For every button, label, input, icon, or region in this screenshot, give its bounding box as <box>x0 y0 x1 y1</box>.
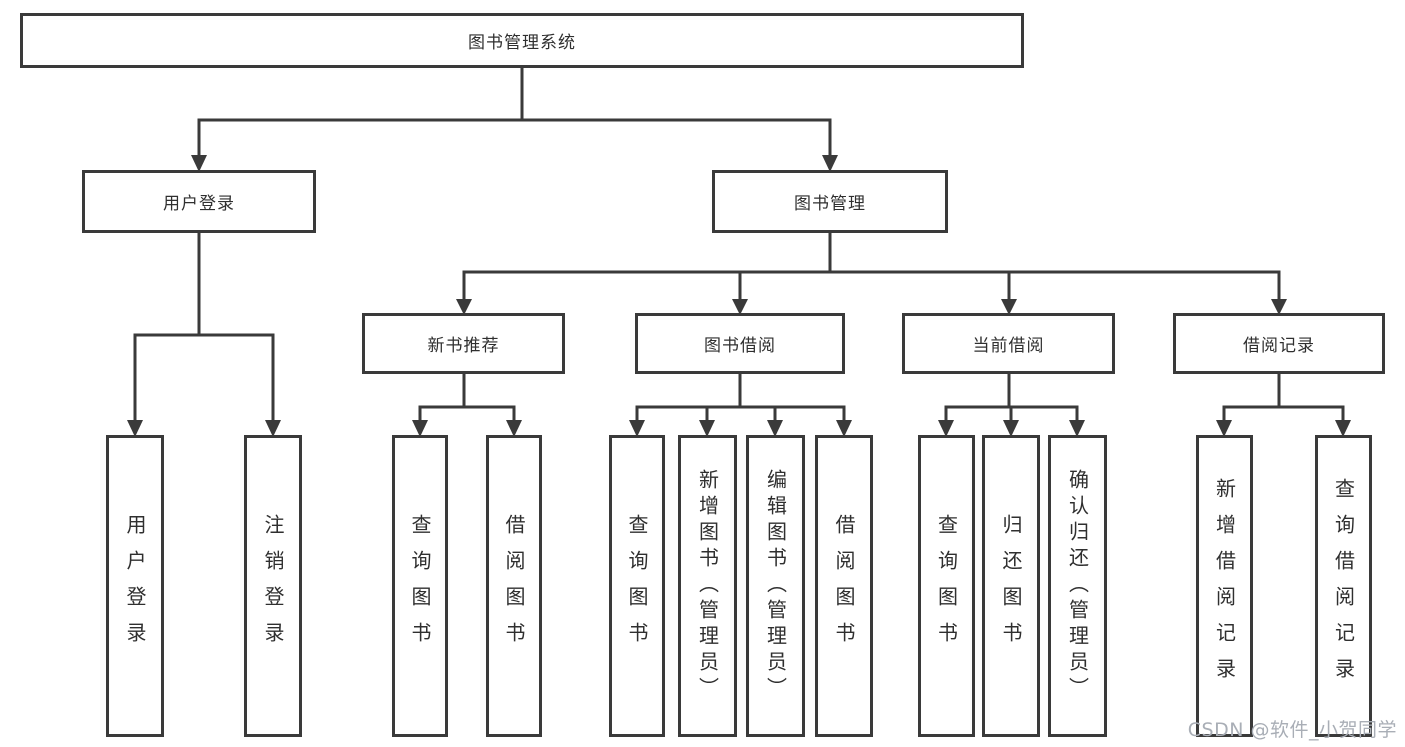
leaf-label: 新增借阅记录 <box>1212 478 1237 694</box>
node-new-book-recommendation: 新书推荐 <box>362 313 565 374</box>
leaf-label: 查询图书 <box>625 514 649 658</box>
leaf-add-borrow-record: 新增借阅记录 <box>1196 435 1253 737</box>
node-label: 借阅记录 <box>1243 336 1315 356</box>
node-borrowing-records: 借阅记录 <box>1173 313 1385 374</box>
node-label: 图书管理系统 <box>468 33 576 53</box>
node-book-borrowing: 图书借阅 <box>635 313 845 374</box>
leaf-add-books-admin: 新增图书（管理员） <box>678 435 737 737</box>
leaf-label: 新增图书（管理员） <box>695 469 720 703</box>
leaf-query-books-borrow: 查询图书 <box>609 435 665 737</box>
node-book-management: 图书管理 <box>712 170 948 233</box>
node-label: 新书推荐 <box>427 336 500 356</box>
leaf-label: 用户登录 <box>123 514 147 658</box>
leaf-label: 查询图书 <box>408 514 432 658</box>
leaf-label: 查询图书 <box>934 514 959 658</box>
leaf-label: 归还图书 <box>999 514 1023 658</box>
node-library-management-system: 图书管理系统 <box>20 13 1024 68</box>
leaf-label: 注销登录 <box>261 514 285 658</box>
node-label: 用户登录 <box>163 194 235 214</box>
leaf-logout: 注销登录 <box>244 435 302 737</box>
leaf-query-books-current: 查询图书 <box>918 435 975 737</box>
leaf-query-borrow-record: 查询借阅记录 <box>1315 435 1372 737</box>
node-label: 图书管理 <box>794 194 866 214</box>
node-label: 当前借阅 <box>972 336 1045 356</box>
node-user-login: 用户登录 <box>82 170 316 233</box>
leaf-label: 确认归还（管理员） <box>1065 469 1090 703</box>
node-current-borrowing: 当前借阅 <box>902 313 1115 374</box>
leaf-label: 编辑图书（管理员） <box>763 469 788 703</box>
node-label: 图书借阅 <box>704 336 776 356</box>
leaf-query-books-recommend: 查询图书 <box>392 435 448 737</box>
leaf-borrow-books-recommend: 借阅图书 <box>486 435 542 737</box>
leaf-label: 借阅图书 <box>502 514 526 658</box>
leaf-return-books: 归还图书 <box>982 435 1040 737</box>
leaf-label: 借阅图书 <box>832 514 856 658</box>
leaf-user-login: 用户登录 <box>106 435 164 737</box>
leaf-confirm-return-admin: 确认归还（管理员） <box>1048 435 1107 737</box>
leaf-edit-books-admin: 编辑图书（管理员） <box>746 435 805 737</box>
leaf-borrow-books: 借阅图书 <box>815 435 873 737</box>
leaf-label: 查询借阅记录 <box>1331 478 1356 694</box>
csdn-watermark: CSDN @软件_小贺同学 <box>1187 719 1397 741</box>
